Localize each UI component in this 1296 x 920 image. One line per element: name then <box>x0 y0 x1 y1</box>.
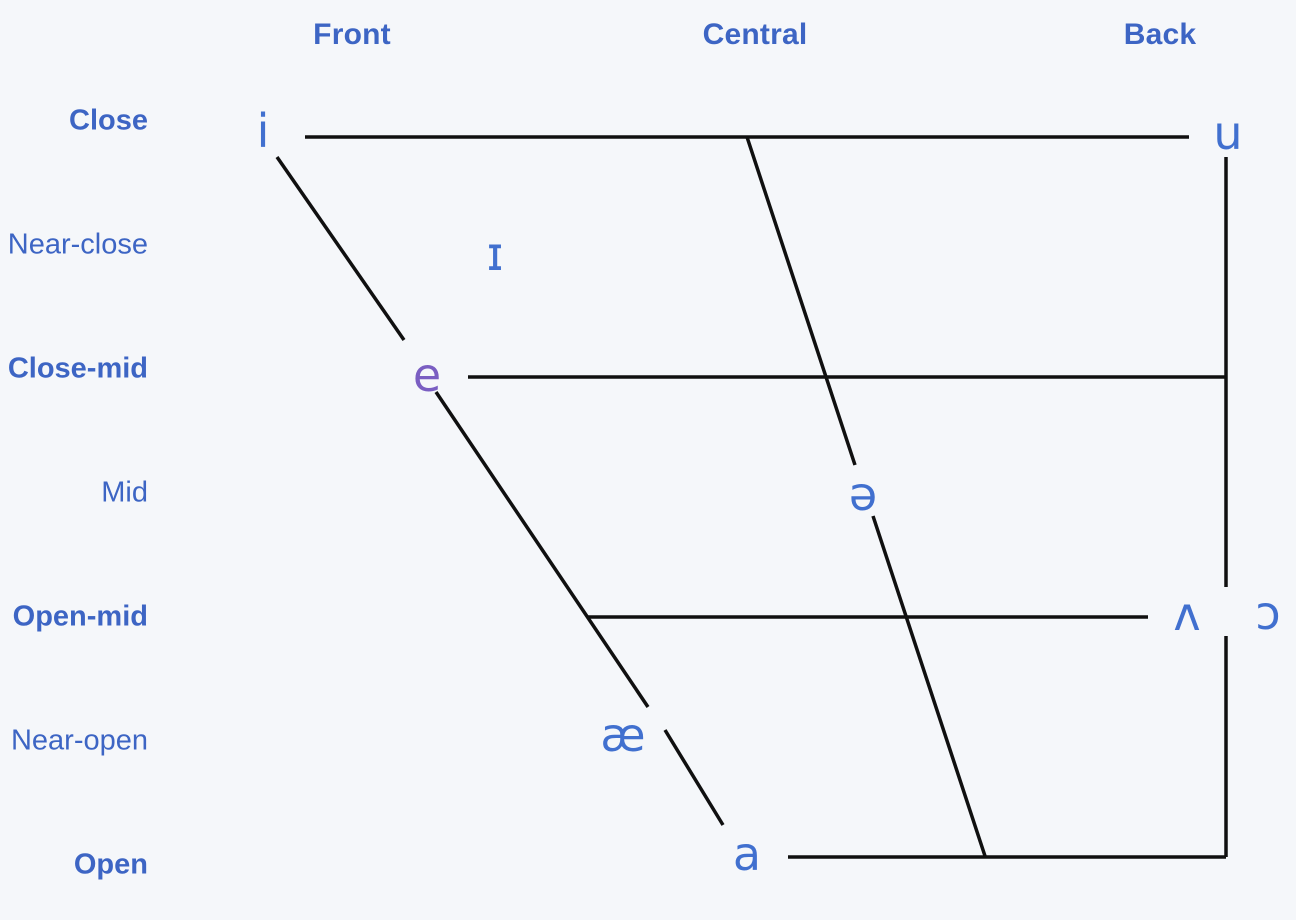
row-label-near-close: Near-close <box>7 228 148 261</box>
row-label-open: Open <box>73 848 148 881</box>
vowel-small-cap-i[interactable]: ɪ <box>486 227 504 281</box>
row-label-close: Close <box>69 104 148 137</box>
column-header-front: Front <box>313 18 391 51</box>
row-label-mid: Mid <box>101 476 148 509</box>
column-header-back: Back <box>1123 18 1197 51</box>
vowel-ae[interactable]: æ <box>600 708 646 762</box>
vowel-u[interactable]: u <box>1213 106 1243 160</box>
vowel-a[interactable]: a <box>732 827 762 881</box>
row-label-near-open: Near-open <box>10 724 148 757</box>
vowel-i[interactable]: i <box>256 104 270 158</box>
row-label-open-mid: Open-mid <box>12 600 148 633</box>
row-label-close-mid: Close-mid <box>7 352 148 385</box>
vowel-turned-v[interactable]: ʌ <box>1173 587 1201 641</box>
vowel-open-o[interactable]: ɔ <box>1255 586 1281 640</box>
vowel-e-selected[interactable]: e <box>412 348 442 402</box>
column-header-central: Central <box>702 18 808 51</box>
vowel-schwa[interactable]: ə <box>848 467 878 521</box>
